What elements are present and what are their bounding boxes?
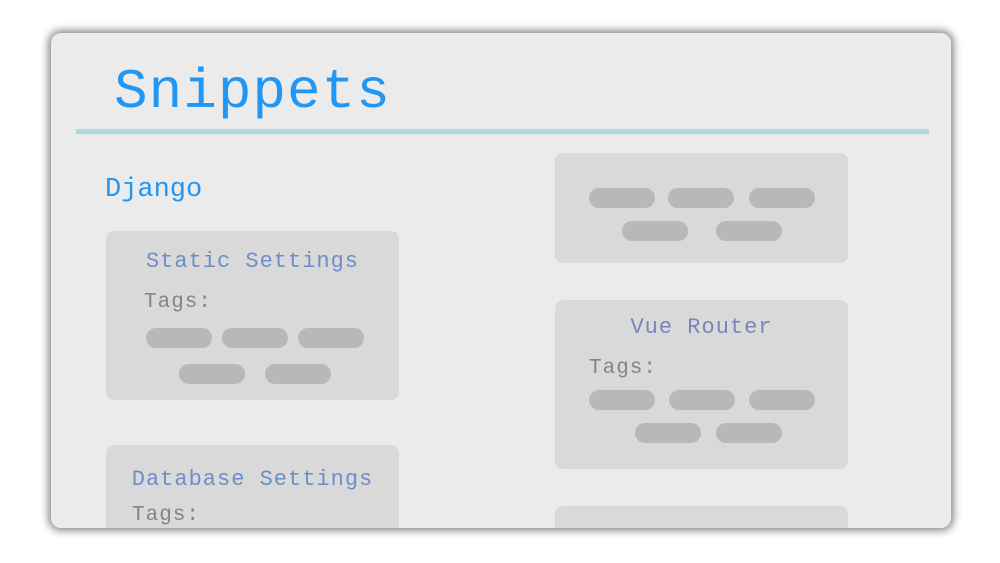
app-window: Snippets Django Static Settings Tags: Da… <box>51 33 951 528</box>
tag-pill[interactable] <box>622 221 688 241</box>
section-heading-django: Django <box>105 175 203 205</box>
snippet-card-title[interactable]: Static Settings <box>145 249 360 274</box>
tag-pill[interactable] <box>589 390 655 410</box>
snippet-card[interactable] <box>555 506 848 528</box>
tag-pill[interactable] <box>716 221 782 241</box>
tags-label: Tags: <box>144 291 213 314</box>
title-divider <box>76 129 929 134</box>
tags-label: Tags: <box>589 357 658 380</box>
snippet-card[interactable] <box>555 153 848 263</box>
tag-pill[interactable] <box>669 390 735 410</box>
tag-pill[interactable] <box>298 328 364 348</box>
page-title: Snippets <box>114 60 391 124</box>
tag-pill[interactable] <box>749 188 815 208</box>
tag-pill[interactable] <box>668 188 734 208</box>
snippet-card-title[interactable]: Database Settings <box>131 467 374 492</box>
snippet-card-title[interactable]: Vue Router <box>630 315 773 340</box>
tag-pill[interactable] <box>265 364 331 384</box>
snippet-card-vue-router[interactable]: Vue Router Tags: <box>555 300 848 469</box>
tag-pill[interactable] <box>749 390 815 410</box>
tag-pill[interactable] <box>635 423 701 443</box>
snippet-card-static-settings[interactable]: Static Settings Tags: <box>106 231 399 400</box>
snippet-card-database-settings[interactable]: Database Settings Tags: <box>106 445 399 528</box>
tag-pill[interactable] <box>589 188 655 208</box>
tags-label: Tags: <box>132 504 201 527</box>
tag-pill[interactable] <box>222 328 288 348</box>
tag-pill[interactable] <box>716 423 782 443</box>
tag-pill[interactable] <box>146 328 212 348</box>
tag-pill[interactable] <box>179 364 245 384</box>
